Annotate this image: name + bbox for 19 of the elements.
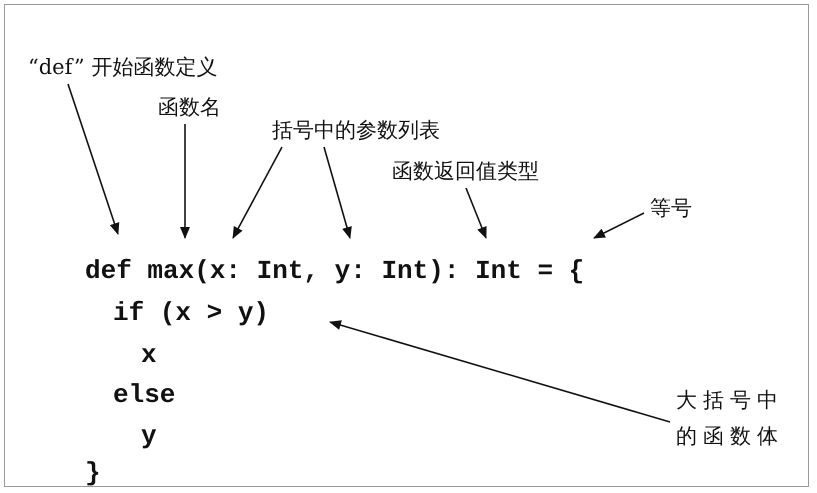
annotation-text: 括号中的参数列表 (272, 117, 440, 143)
leader-arrow (180, 124, 190, 239)
code-line: x (141, 340, 157, 370)
leader-arrow (323, 146, 352, 239)
annotation-text: 等号 (650, 195, 692, 221)
annotation-text: 大括号中的函数体 (676, 382, 804, 454)
code-line: else (113, 380, 176, 410)
code-line: } (85, 458, 101, 488)
annotation-text: 函数名 (158, 94, 221, 120)
leader-arrow (593, 212, 644, 239)
leader-arrow (465, 188, 487, 239)
leader-arrow (329, 320, 670, 423)
code-line: def max(x: Int, y: Int): Int = { (85, 256, 584, 286)
code-line: y (141, 421, 157, 451)
annotation-text: “def” 开始函数定义 (28, 54, 218, 80)
leader-arrow (67, 84, 120, 235)
annotation-text: 函数返回值类型 (392, 158, 539, 184)
leader-arrow (232, 146, 283, 239)
code-line: if (x > y) (113, 298, 270, 328)
